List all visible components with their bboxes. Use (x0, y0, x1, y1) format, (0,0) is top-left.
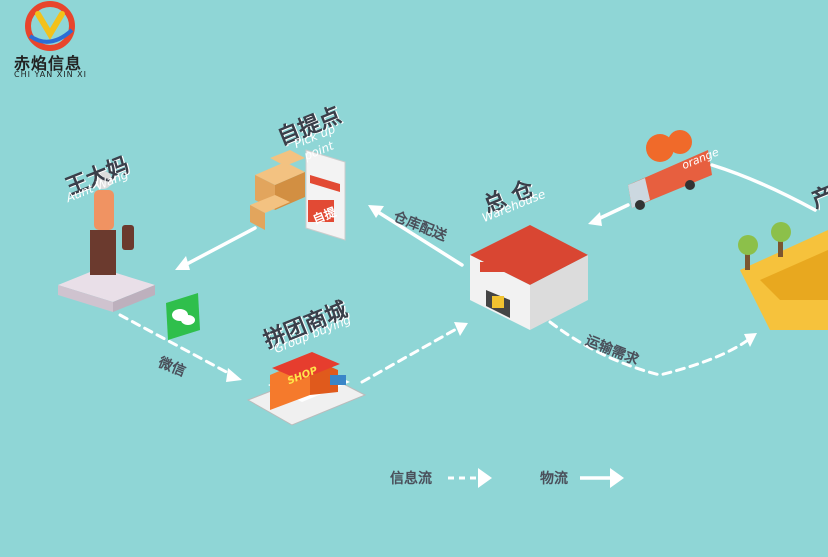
legend-logistics-arrow (580, 468, 624, 488)
customer-platform-icon (58, 268, 155, 312)
aunt-wang-figure (90, 171, 134, 275)
logo-subtitle: CHI YAN XIN XI (14, 70, 87, 79)
arrow-aunt-to-group (118, 313, 234, 377)
legend-info-flow-label: 信息流 (390, 471, 432, 487)
arrow-warehouse-to-producer (548, 320, 750, 377)
info-flow-arrows (118, 313, 750, 384)
arrow-truck-to-warehouse (594, 203, 630, 222)
arrow-producer-to-truck (710, 163, 817, 212)
info-flow-arrowheads (226, 322, 757, 382)
pickup-point-icon (250, 149, 346, 241)
logo-emblem (25, 1, 75, 51)
producer-farm-icon (738, 222, 828, 330)
logo-name: 赤焰信息 (14, 54, 83, 73)
logistics-arrows (183, 163, 817, 267)
legend-logistics-label: 物流 (540, 471, 568, 487)
legend-info-flow-arrow (448, 468, 492, 488)
arrow-warehouse-to-pickup (376, 210, 464, 267)
warehouse-building-icon (470, 225, 588, 330)
arrow-pickup-to-aunt (183, 226, 257, 267)
logistics-arrowheads (175, 205, 602, 270)
arrow-group-to-warehouse (360, 326, 460, 384)
wechat-icon (166, 293, 200, 340)
delivery-truck-icon (628, 130, 712, 210)
group-buying-shop-icon (246, 352, 367, 426)
